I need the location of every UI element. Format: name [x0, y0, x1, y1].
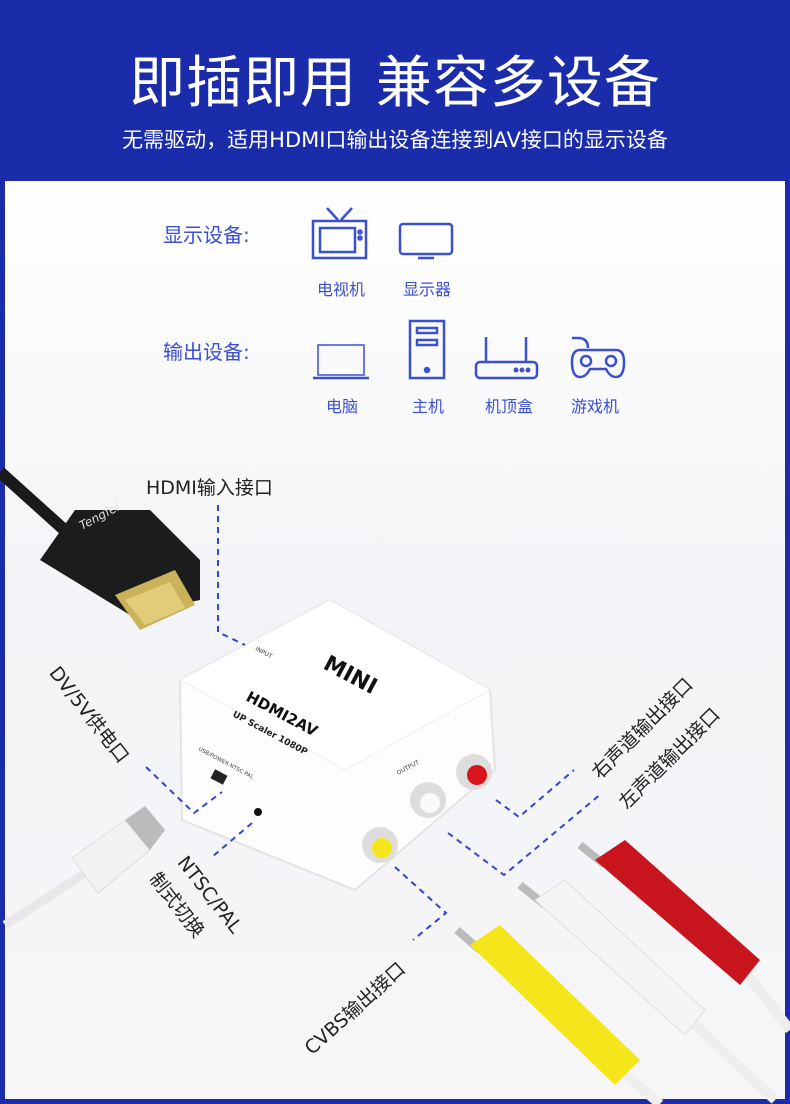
ntsc-pal-switch	[254, 808, 262, 816]
device-label-settop: 机顶盒	[484, 397, 533, 416]
page-title: 即插即用 兼容多设备	[129, 51, 661, 116]
tv-icon	[311, 207, 368, 260]
laptop-icon	[313, 344, 369, 380]
device-label-gamepad: 游戏机	[570, 397, 619, 416]
usb-power-cable	[2, 806, 165, 929]
router-set-top-box-icon	[474, 337, 539, 380]
rca-jack-red	[456, 754, 492, 790]
leader-lines	[145, 505, 603, 941]
rca-cable-white	[517, 879, 779, 1104]
rca-cable-yellow	[454, 925, 664, 1104]
label-hdmi-input: HDMI输入接口	[146, 477, 273, 499]
display-devices-label: 显示设备:	[163, 223, 250, 247]
device-label-laptop: 电脑	[325, 397, 358, 416]
converter-box: MINI HDMI2AV UP Scaler 1080P INPUT OUTPU…	[178, 598, 497, 892]
device-label-desktop: 主机	[411, 397, 444, 416]
header-banner: 即插即用 兼容多设备 无需驱动，适用HDMI口输出设备连接到AV接口的显示设备	[0, 0, 790, 181]
device-label-monitor: 显示器	[402, 280, 451, 299]
usb-port	[210, 769, 228, 785]
rca-jack-white	[410, 782, 446, 818]
output-devices-label: 输出设备:	[163, 340, 250, 364]
rca-jack-yellow	[362, 827, 398, 863]
desktop-tower-icon	[408, 319, 446, 380]
monitor-icon	[398, 222, 454, 260]
page-subtitle: 无需驱动，适用HDMI口输出设备连接到AV接口的显示设备	[122, 128, 668, 152]
gamepad-icon	[570, 336, 626, 379]
rca-cable-red	[577, 840, 790, 1034]
device-label-tv: 电视机	[316, 280, 365, 299]
